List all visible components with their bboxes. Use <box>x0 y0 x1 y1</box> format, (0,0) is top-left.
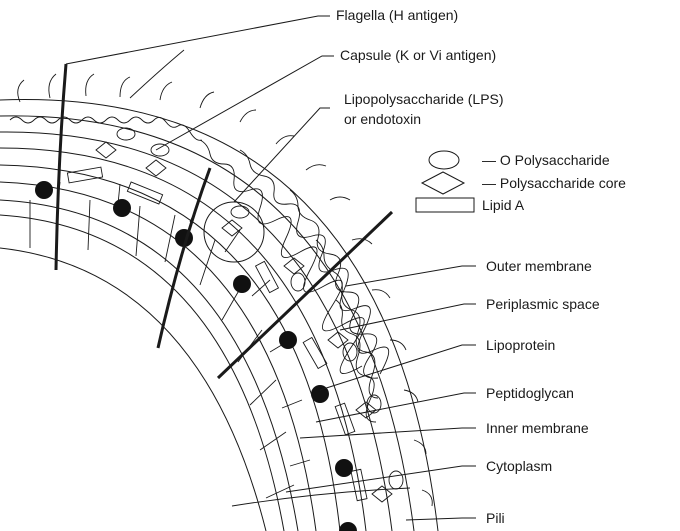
inner-membrane-arc-outer <box>0 200 298 531</box>
pilus-stub <box>130 50 184 98</box>
lipid-a-rect <box>335 403 355 435</box>
leader-periplasmic <box>340 304 476 330</box>
segment-tick <box>290 460 310 466</box>
label-peptidoglycan: Peptidoglycan <box>486 385 574 401</box>
capsule-curl <box>372 290 390 298</box>
lipoprotein-dot <box>279 331 297 349</box>
capsule-curl <box>200 92 214 108</box>
label-cytoplasm: Cytoplasm <box>486 458 552 474</box>
segment-tick <box>225 230 240 252</box>
lipoprotein-dot <box>113 199 131 217</box>
capsule-curl <box>330 197 350 200</box>
polysaccharide-core-diamond <box>96 142 116 158</box>
o-polysaccharide-oval <box>343 343 357 361</box>
leader-lps <box>234 108 330 202</box>
cytoplasm-boundary-arc <box>0 248 266 531</box>
segment-tick <box>165 215 175 262</box>
outer-membrane-arc-inner <box>0 148 366 531</box>
capsule-curl <box>422 490 432 506</box>
capsule-curl <box>414 440 426 454</box>
leader-cytoplasm <box>286 466 476 492</box>
o-polysaccharide-oval <box>291 273 305 291</box>
leader-pili <box>406 518 476 520</box>
labels: Flagella (H antigen) Capsule (K or Vi an… <box>336 7 626 526</box>
capsule-curls <box>18 74 433 506</box>
capsule-curl <box>160 82 172 100</box>
o-polysaccharide-oval <box>389 471 403 489</box>
segment-tick <box>260 432 286 450</box>
capsule-curl <box>306 165 326 170</box>
capsule-curl <box>86 74 94 96</box>
leader-peptidoglycan <box>316 393 476 422</box>
segment-tick <box>282 400 302 408</box>
lipoprotein-dots <box>35 181 357 531</box>
label-lipoprotein: Lipoprotein <box>486 337 555 353</box>
label-capsule: Capsule (K or Vi antigen) <box>340 47 496 63</box>
label-lps-line2: or endotoxin <box>344 111 421 127</box>
legend-polysaccharide-core-label: — Polysaccharide core <box>482 175 626 191</box>
label-outer-membrane: Outer membrane <box>486 258 592 274</box>
peptidoglycan-arc <box>0 182 316 531</box>
legend-polysaccharide-core-icon <box>422 172 464 194</box>
legend <box>416 151 474 212</box>
lipoprotein-dot <box>233 275 251 293</box>
capsule-curl <box>240 110 256 122</box>
label-flagella: Flagella (H antigen) <box>336 7 458 23</box>
polysaccharide-core-diamond <box>146 160 166 176</box>
capsule-arc-outer <box>0 100 438 531</box>
lipid-a-rect <box>303 338 327 369</box>
label-lps-line1: Lipopolysaccharide (LPS) <box>344 91 504 107</box>
leader-outer-membrane <box>346 266 476 286</box>
leader-inner-membrane <box>300 428 476 438</box>
o-polysaccharide-oval <box>231 206 249 218</box>
inner-membrane-arc-inner <box>0 215 284 531</box>
legend-o-polysaccharide-label: — O Polysaccharide <box>482 152 610 168</box>
segment-tick <box>250 380 276 405</box>
label-periplasmic-space: Periplasmic space <box>486 296 600 312</box>
polysaccharide-core-diamond <box>222 220 242 236</box>
legend-lipid-a-label: Lipid A <box>482 197 525 213</box>
flagellum-strand <box>56 64 66 270</box>
wavy-strand <box>10 117 202 140</box>
legend-o-polysaccharide-icon <box>429 151 459 169</box>
segment-tick <box>136 206 140 256</box>
lipoprotein-dot <box>35 181 53 199</box>
lipoprotein-dot <box>335 459 353 477</box>
o-polysaccharide-oval <box>117 128 135 140</box>
label-inner-membrane: Inner membrane <box>486 420 589 436</box>
label-pili: Pili <box>486 510 505 526</box>
legend-lipid-a-icon <box>416 198 474 212</box>
cell-wall-layers <box>0 100 438 531</box>
segment-tick <box>88 200 90 250</box>
lps-callout-circle <box>204 202 264 262</box>
capsule-curl <box>18 80 24 102</box>
o-polysaccharide-oval <box>151 144 169 156</box>
polysaccharide-core-diamond <box>372 486 392 502</box>
capsule-curl <box>120 77 130 97</box>
capsule-curl <box>49 74 56 98</box>
leader-capsule <box>156 56 334 150</box>
leader-flagella <box>66 16 330 64</box>
lipoprotein-dot <box>339 522 357 531</box>
